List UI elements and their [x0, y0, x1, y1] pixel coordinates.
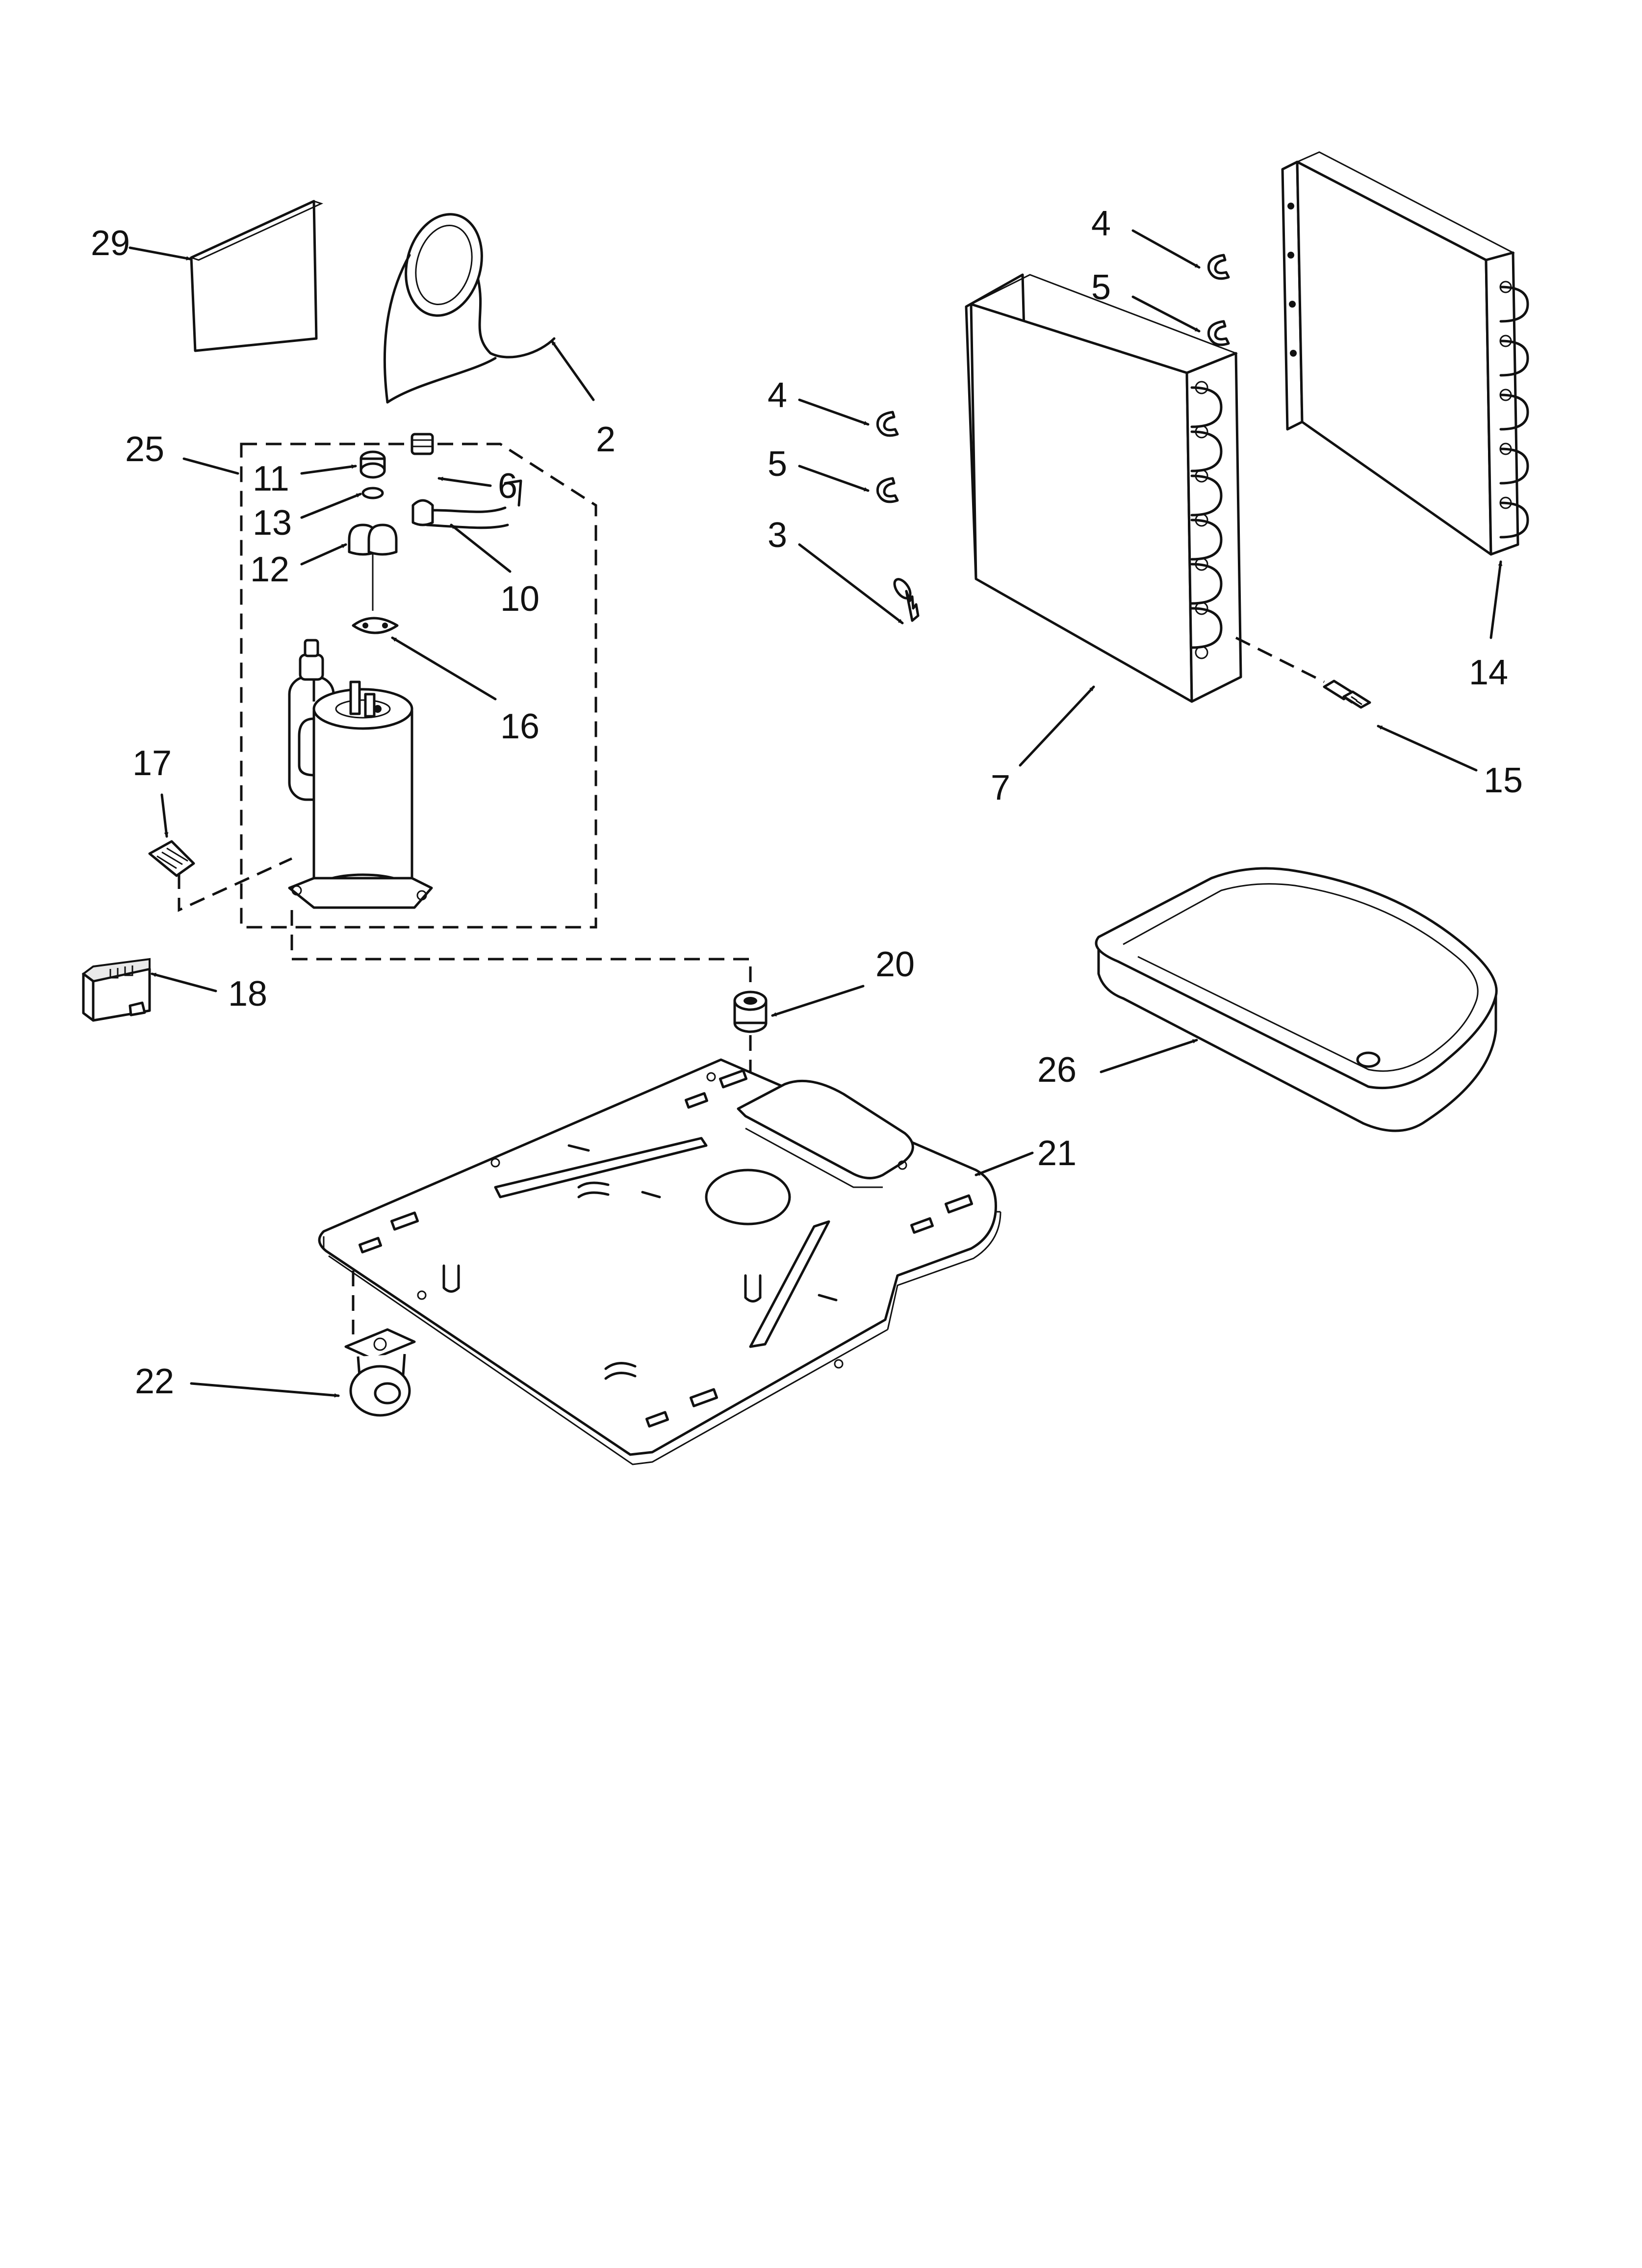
callout-22: 22 — [135, 1362, 174, 1401]
evaporator-tube-bends — [1499, 281, 1529, 539]
callout-12: 12 — [250, 550, 289, 589]
part-25-compressor-assembly-box — [240, 443, 597, 929]
part-26-drain-pan — [1095, 867, 1498, 1132]
condenser-tube-bends — [1190, 381, 1223, 659]
dash-compressor-to-20 — [290, 910, 752, 996]
callout-2: 2 — [596, 420, 616, 459]
callout-20: 20 — [875, 945, 915, 984]
callout-16: 16 — [500, 707, 539, 746]
callout-21: 21 — [1037, 1134, 1077, 1173]
part-7-condenser-coil — [965, 273, 1242, 703]
callout-25: 25 — [125, 430, 164, 469]
callout-14: 14 — [1469, 653, 1508, 692]
part-22-caster — [344, 1271, 416, 1417]
callout-11: 11 — [253, 459, 289, 498]
callout-26: 26 — [1037, 1050, 1077, 1090]
callout-29: 29 — [91, 224, 130, 263]
callout-5-upper: 5 — [1091, 268, 1111, 307]
part-3-pin — [893, 578, 920, 622]
callout-4-upper: 4 — [1091, 204, 1111, 243]
callout-17: 17 — [132, 744, 172, 783]
part-29-filter-panel — [189, 200, 324, 352]
part-4-5-clips-lower — [876, 411, 899, 503]
part-15-fitting — [1235, 636, 1371, 709]
callout-4-lower: 4 — [768, 376, 787, 415]
leader-lines — [128, 229, 1503, 1398]
part-2-exhaust-hose — [383, 213, 556, 404]
part-17-clip — [148, 840, 195, 877]
compressor-top-hardware — [348, 450, 399, 634]
part-20-grommet — [733, 991, 768, 1033]
callout-10: 10 — [500, 579, 539, 619]
callout-7: 7 — [991, 768, 1010, 808]
part-18-terminal-cover — [81, 958, 151, 1022]
callout-3: 3 — [768, 516, 787, 555]
part-6-and-10-overload — [410, 433, 522, 529]
callout-labels: 29 2 25 11 13 12 6 10 16 17 18 20 21 22 … — [91, 204, 1523, 1401]
part-14-evaporator-coil — [1281, 151, 1529, 556]
callout-18: 18 — [228, 974, 267, 1014]
part-4-5-clips-upper — [1207, 254, 1230, 346]
callout-5-lower: 5 — [768, 444, 787, 484]
callout-15: 15 — [1484, 761, 1523, 800]
part-21-base-pan — [318, 1058, 1001, 1465]
dash-17-to-compressor — [178, 857, 293, 912]
callout-13: 13 — [253, 503, 292, 543]
compressor — [288, 639, 433, 909]
callout-6: 6 — [498, 467, 517, 506]
